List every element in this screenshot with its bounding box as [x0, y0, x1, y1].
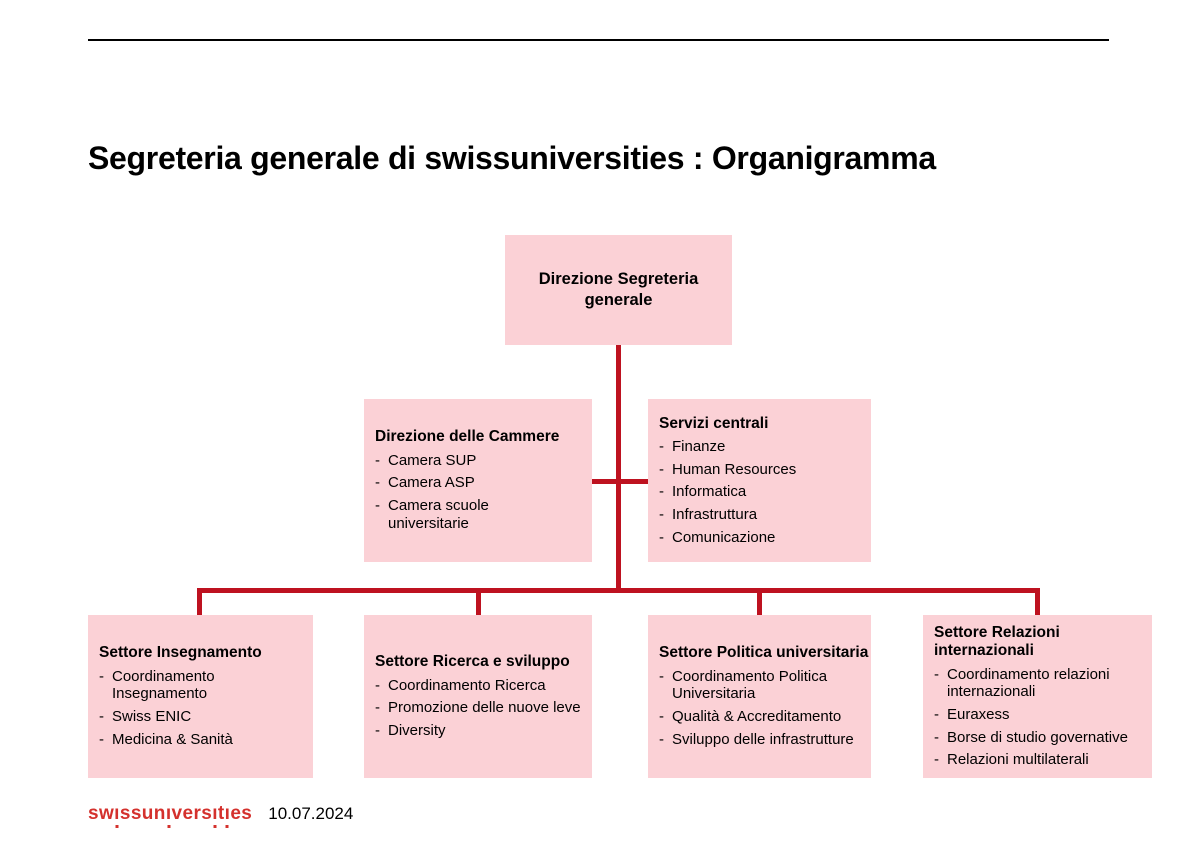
node-title: Settore Politica universitaria — [659, 644, 869, 662]
node-item: Swiss ENIC — [99, 708, 301, 726]
connector-vertical — [616, 345, 621, 592]
node-item: Camera scuole universitarie — [375, 497, 572, 532]
org-node-settore-relazioni: Settore Relazioni internazionali Coordin… — [923, 615, 1152, 778]
node-item: Qualità & Accreditamento — [659, 708, 863, 726]
org-node-settore-politica: Settore Politica universitaria Coordinam… — [648, 615, 871, 778]
node-title: Servizi centrali — [659, 414, 769, 432]
node-item: Comunicazione — [659, 529, 859, 547]
org-node-direzione-segreteria: Direzione Segreteria generale — [505, 235, 732, 345]
connector-drop — [476, 588, 481, 615]
node-title: Direzione Segreteria generale — [538, 270, 699, 309]
node-item-list: Coordinamento relazioni internazionali E… — [934, 666, 1144, 769]
org-node-settore-insegnamento: Settore Insegnamento Coordinamento Inseg… — [88, 615, 313, 778]
node-item: Coordinamento Politica Universitaria — [659, 668, 863, 703]
node-item-list: Camera SUP Camera ASP Camera scuole univ… — [375, 452, 572, 533]
org-node-servizi-centrali: Servizi centrali Finanze Human Resources… — [648, 399, 871, 562]
node-item: Sviluppo delle infrastrutture — [659, 731, 863, 749]
node-title: Settore Insegnamento — [99, 644, 262, 662]
connector-drop — [1035, 588, 1040, 615]
node-item: Coordinamento relazioni internazionali — [934, 666, 1144, 701]
page-title: Segreteria generale di swissuniversities… — [88, 140, 936, 177]
node-item: Finanze — [659, 438, 859, 456]
org-node-direzione-cammere: Direzione delle Cammere Camera SUP Camer… — [364, 399, 592, 562]
node-item: Diversity — [375, 722, 588, 740]
node-title: Settore Ricerca e sviluppo — [375, 653, 570, 671]
node-title: Direzione delle Cammere — [375, 428, 560, 446]
connector-crossbar — [592, 479, 648, 484]
node-title: Settore Relazioni internazionali — [934, 624, 1060, 660]
node-item: Relazioni multilaterali — [934, 751, 1144, 769]
node-item-list: Coordinamento Politica Universitaria Qua… — [659, 668, 863, 749]
node-item: Euraxess — [934, 706, 1144, 724]
node-item: Promozione delle nuove leve — [375, 699, 588, 717]
connector-drop — [757, 588, 762, 615]
node-item-list: Finanze Human Resources Informatica Infr… — [659, 438, 859, 546]
node-item: Infrastruttura — [659, 506, 859, 524]
node-item: Camera ASP — [375, 474, 572, 492]
header-rule — [88, 39, 1109, 41]
node-item: Human Resources — [659, 461, 859, 479]
node-item-list: Coordinamento Insegnamento Swiss ENIC Me… — [99, 668, 301, 749]
node-item: Coordinamento Insegnamento — [99, 668, 301, 703]
node-item: Camera SUP — [375, 452, 572, 470]
connector-horizontal — [197, 588, 1040, 593]
org-node-settore-ricerca: Settore Ricerca e sviluppo Coordinamento… — [364, 615, 592, 778]
node-item-list: Coordinamento Ricerca Promozione delle n… — [375, 677, 588, 740]
node-item: Medicina & Sanità — [99, 731, 301, 749]
node-item: Borse di studio governative — [934, 729, 1144, 747]
node-item: Informatica — [659, 483, 859, 501]
connector-drop — [197, 588, 202, 615]
slide-date: 10.07.2024 — [268, 804, 354, 823]
node-item: Coordinamento Ricerca — [375, 677, 588, 695]
